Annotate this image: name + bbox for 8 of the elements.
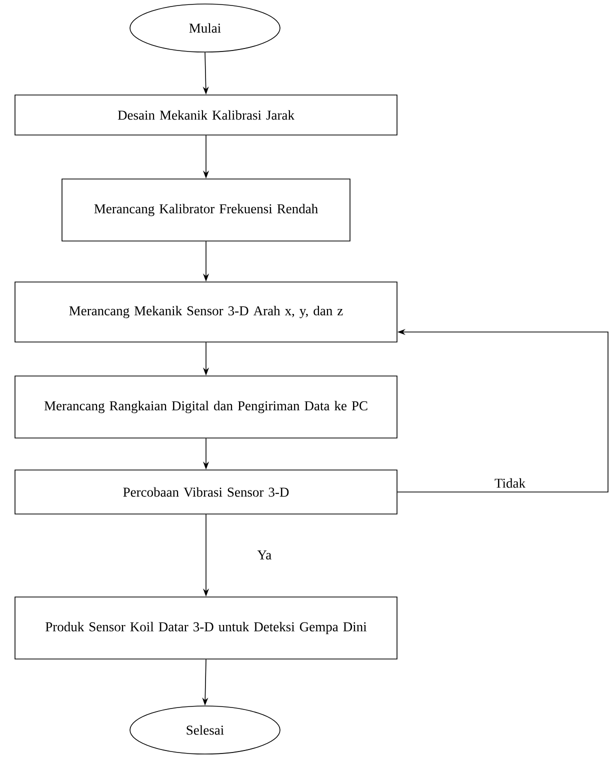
edge-label: Ya — [257, 550, 272, 560]
process-box: Merancang Kalibrator Frekuensi Rendah — [62, 178, 350, 242]
process-box: Desain Mekanik Kalibrasi Jarak — [14, 94, 398, 136]
process-box: Merancang Mekanik Sensor 3-D Arah x, y, dan z — [14, 282, 398, 342]
process-box: Produk Sensor Koil Datar 3-D untuk Deteksi Gempa Dini — [14, 596, 398, 660]
process-box: Percobaan Vibrasi Sensor 3-D — [14, 470, 398, 514]
edge-label: Tidak — [494, 478, 526, 488]
process-box: Merancang Rangkaian Digital dan Pengiriman Data ke PC — [14, 376, 398, 438]
